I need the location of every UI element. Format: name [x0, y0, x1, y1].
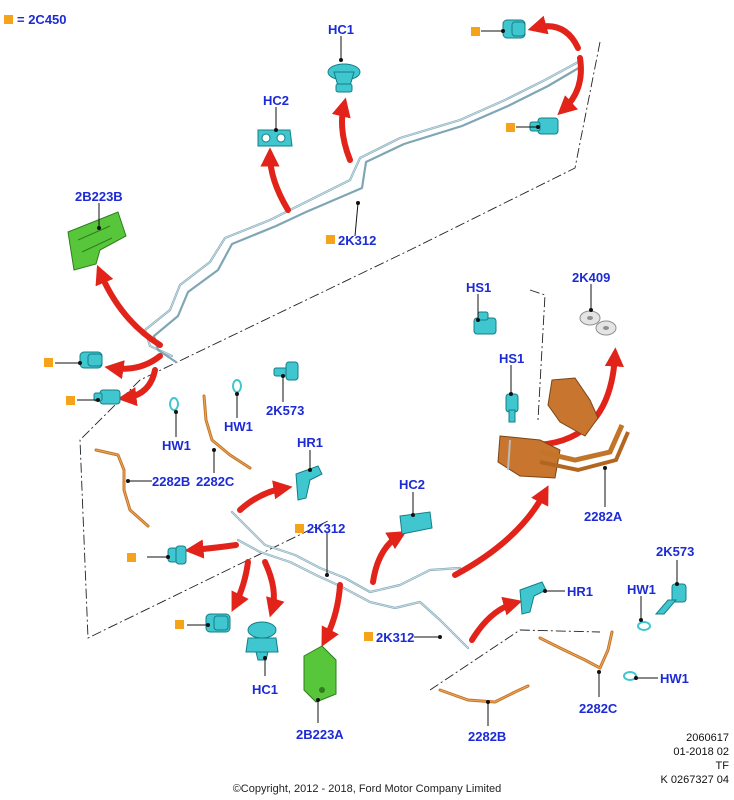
- label-2282a: 2282A: [584, 509, 623, 524]
- washer-hw1-c: [637, 621, 651, 631]
- fitting-left-b: [93, 389, 121, 405]
- marker-2c450: [66, 396, 75, 405]
- hose-2282c-bottom: [538, 630, 614, 670]
- washer-hw1-a: [169, 397, 179, 411]
- label-2282c-bottom: 2282C: [579, 701, 618, 716]
- label-2282b-bottom: 2282B: [468, 729, 506, 744]
- meta-line-4: K 0267327 04: [660, 774, 729, 786]
- clip-hc2-mid: [399, 511, 433, 535]
- marker-2c450: [364, 632, 373, 641]
- label-hs1-a: HS1: [466, 280, 491, 295]
- label-2k312-mid: 2K312: [307, 521, 345, 536]
- label-hw1-a: HW1: [162, 438, 191, 453]
- bracket-2b223b: [67, 211, 127, 271]
- label-2k573-top: 2K573: [266, 403, 304, 418]
- bracket-section-boundary: [529, 289, 546, 421]
- fitting-left-a: [79, 351, 103, 369]
- section-boundaries: [79, 41, 601, 691]
- lower-brake-pipe: [230, 510, 470, 650]
- hose-2282b-top: [94, 448, 150, 528]
- copyright: ©Copyright, 2012 - 2018, Ford Motor Comp…: [233, 783, 502, 795]
- clip-hc2-top: [257, 129, 293, 147]
- marker-2c450: [295, 524, 304, 533]
- fitting-top-right-a: [502, 19, 526, 39]
- bolt-hs1-a: [473, 311, 497, 335]
- marker-2c450: [44, 358, 53, 367]
- label-2b223a: 2B223A: [296, 727, 344, 742]
- markers-2c450: [44, 27, 515, 641]
- label-2k312-top: 2K312: [338, 233, 376, 248]
- clip-hc1-top: [327, 63, 361, 93]
- meta-line-1: 2060617: [686, 732, 729, 744]
- label-2k312-bottom: 2K312: [376, 630, 414, 645]
- upper-section-boundary: [79, 41, 601, 639]
- bolt-2k573-right: [654, 583, 687, 615]
- fitting-mid-left: [167, 545, 187, 565]
- marker-2c450: [127, 553, 136, 562]
- label-hw1-b: HW1: [224, 419, 253, 434]
- label-hs1-b: HS1: [499, 351, 524, 366]
- meta-block: 2060617 01-2018 02 TF K 0267327 04: [660, 732, 729, 786]
- retainer-hr1-bottom: [519, 581, 547, 615]
- label-2k573-right: 2K573: [656, 544, 694, 559]
- part-labels: HC1 HC2 2B223B 2K312 HS1 HS1 2K409 2K573…: [75, 22, 694, 744]
- label-hc1-bottom: HC1: [252, 682, 278, 697]
- bolt-hs1-b: [505, 393, 519, 423]
- marker-2c450: [471, 27, 480, 36]
- label-hc2-mid: HC2: [399, 477, 425, 492]
- fitting-mid-lower: [205, 613, 231, 633]
- grommets-2k409: [579, 310, 617, 336]
- meta-line-3: TF: [716, 760, 730, 772]
- label-2282c-top: 2282C: [196, 474, 235, 489]
- marker-2c450: [175, 620, 184, 629]
- meta-line-2: 01-2018 02: [673, 746, 729, 758]
- label-hw1-d: HW1: [660, 671, 689, 686]
- label-hc1-top: HC1: [328, 22, 354, 37]
- label-2k409: 2K409: [572, 270, 610, 285]
- retainer-hr1-mid: [295, 465, 323, 501]
- upper-brake-pipe: [143, 58, 584, 364]
- label-hw1-c: HW1: [627, 582, 656, 597]
- hose-2282b-bottom: [438, 684, 530, 704]
- legend-swatch: [4, 15, 13, 24]
- marker-2c450: [506, 123, 515, 132]
- hoses: [94, 394, 614, 704]
- label-2282b-top: 2282B: [152, 474, 190, 489]
- legend: = 2C450: [4, 12, 67, 27]
- label-hc2-top: HC2: [263, 93, 289, 108]
- lower-section-boundary: [429, 629, 601, 691]
- label-hr1-bottom: HR1: [567, 584, 593, 599]
- bolt-2k573-top: [273, 361, 299, 381]
- bracket-2282a: [497, 377, 630, 479]
- clip-hc1-bottom: [245, 621, 279, 661]
- fitting-top-right-b: [529, 117, 559, 135]
- leader-lines: [55, 29, 679, 726]
- label-2b223b: 2B223B: [75, 189, 123, 204]
- legend-text: = 2C450: [17, 12, 67, 27]
- label-hr1-top: HR1: [297, 435, 323, 450]
- marker-2c450: [326, 235, 335, 244]
- washer-hw1-b: [232, 379, 242, 393]
- bracket-2b223a: [303, 645, 337, 703]
